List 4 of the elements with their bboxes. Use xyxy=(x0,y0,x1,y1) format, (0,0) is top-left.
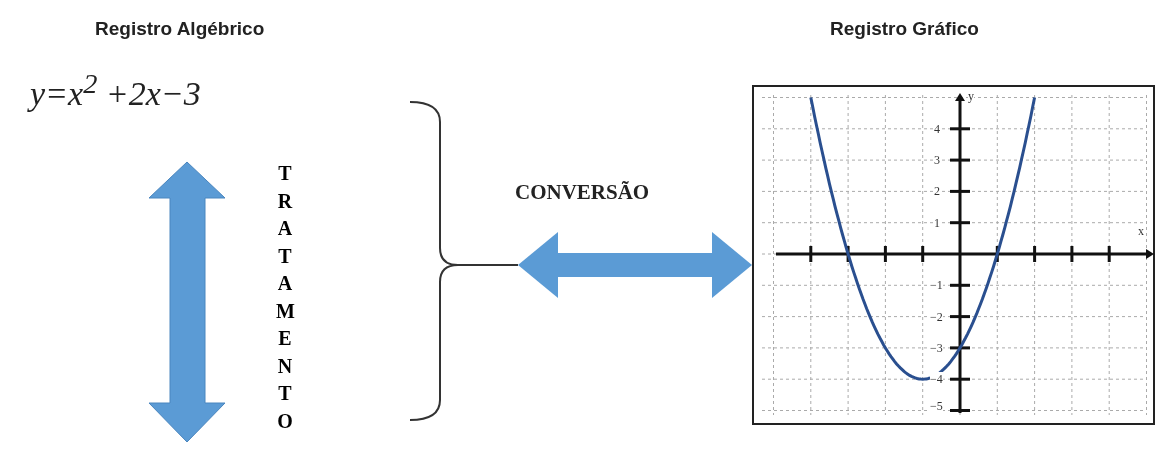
vertical-label: TRATAMENTO xyxy=(276,161,294,434)
register-heading: Registro Algébrico xyxy=(95,18,265,40)
double-arrow xyxy=(518,232,752,298)
register-heading: Registro Gráfico xyxy=(830,18,979,40)
